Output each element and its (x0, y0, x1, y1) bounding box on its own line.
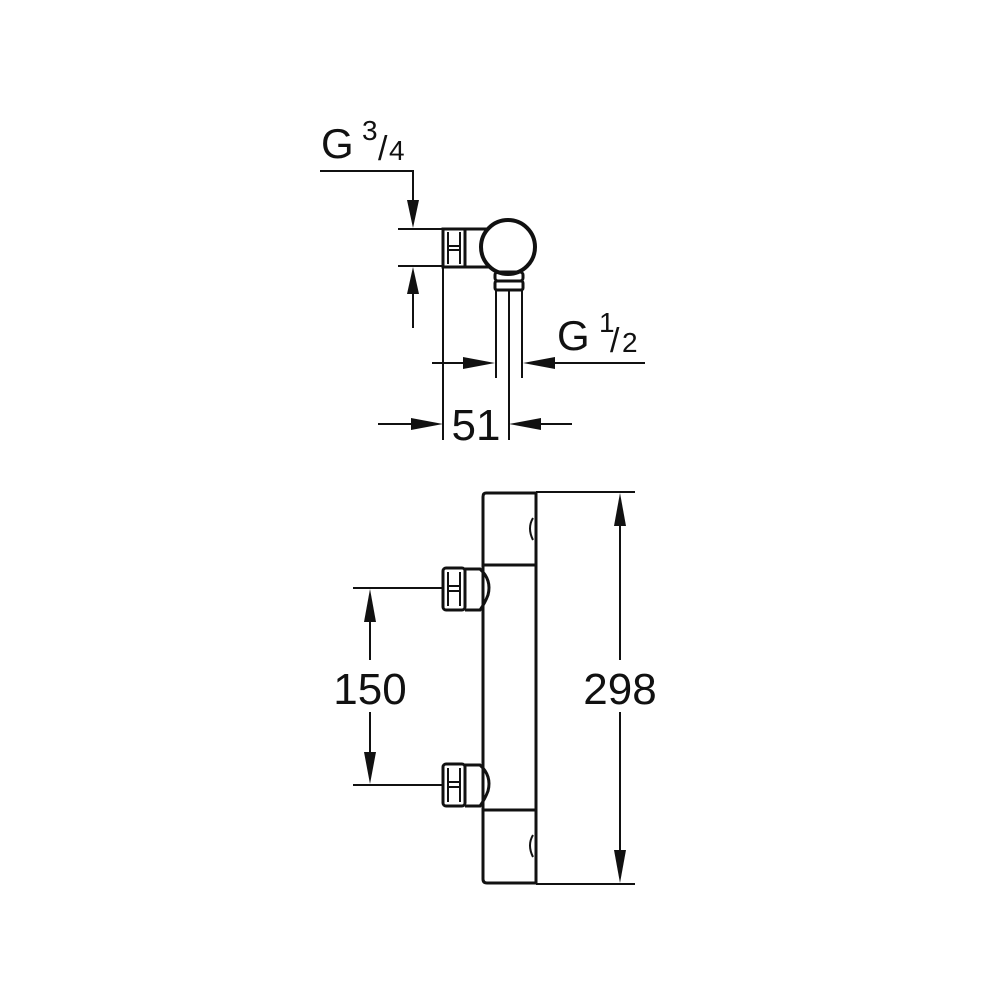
lower-inlet-dome (465, 763, 491, 808)
overall-height-label: 298 (583, 665, 656, 714)
arrow-right-icon (411, 418, 443, 430)
inlet-thread-label: G (321, 120, 354, 167)
top-cap (481, 491, 536, 567)
lower-inlet-nut (441, 762, 467, 808)
outlet-fitting (493, 279, 525, 292)
outlet-thread-label: G (557, 312, 590, 359)
arrow-down-icon (364, 752, 376, 784)
outlet-thread-denominator: 2 (622, 327, 638, 358)
arrow-right-icon (463, 357, 495, 369)
outlet-thread-numerator: 1 (599, 307, 615, 338)
valve-body-circle (479, 218, 537, 276)
upper-inlet-nut (441, 566, 467, 612)
front-view: 150 298 (333, 491, 657, 885)
inlet-leader-line (320, 170, 414, 215)
inlet-nut (441, 227, 467, 269)
cap-detail (529, 834, 534, 858)
inlet-spacing-label: 150 (333, 665, 406, 714)
upper-inlet-dome (465, 567, 491, 612)
arrow-left-icon (523, 357, 555, 369)
side-view: G 3 / 4 G 1 / 2 (320, 115, 645, 450)
bottom-cap (481, 808, 536, 885)
inlet-thread-slash: / (378, 130, 388, 168)
inlet-thread-denominator: 4 (389, 135, 405, 166)
cap-detail (529, 517, 534, 541)
depth-dimension-label: 51 (452, 401, 501, 450)
arrow-down-icon (407, 200, 419, 228)
outlet-thread-slash: / (610, 322, 620, 360)
arrow-left-icon (509, 418, 541, 430)
inlet-thread-numerator: 3 (362, 115, 378, 146)
arrow-down-icon (614, 850, 626, 883)
